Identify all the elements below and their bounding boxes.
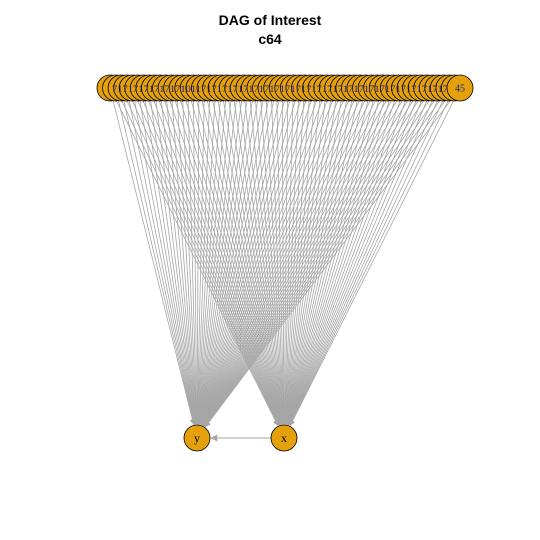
covariate-edge-to-y — [200, 87, 311, 426]
covariate-edge-to-y — [203, 87, 378, 427]
edges-layer — [109, 87, 461, 442]
node-y: y — [183, 424, 211, 452]
covariate-edge-to-y — [109, 87, 196, 425]
covariate-edge-to-y — [197, 87, 261, 425]
covariate-edge-to-x — [285, 87, 372, 425]
covariate-labels-overlap: 7171717171717101171717171717171717171717… — [112, 84, 449, 94]
covariate-node-circle — [446, 74, 474, 102]
covariate-edge-to-y — [200, 87, 322, 426]
covariate-edge-to-y — [170, 87, 199, 425]
covariate-edge-to-y — [203, 87, 405, 427]
covariate-edge-to-y — [165, 87, 199, 425]
covariate-edge-to-y — [154, 87, 198, 425]
covariate-edge-to-y — [200, 87, 328, 426]
covariate-edge-to-y — [199, 87, 294, 426]
covariate-edge-to-y — [202, 87, 366, 426]
covariate-edge-to-y — [202, 87, 355, 426]
covariate-edge-to-y — [159, 87, 198, 425]
node-x-circle — [270, 424, 298, 452]
covariate-edge-to-y — [199, 87, 305, 426]
covariate-edge-to-y — [204, 87, 450, 428]
covariate-edge-to-y — [197, 87, 250, 425]
covariate-edge-to-y — [201, 87, 339, 426]
covariate-edge-to-y — [194, 87, 205, 425]
covariate-edge-to-y — [203, 87, 389, 427]
covariate-edge-to-y — [196, 87, 233, 425]
covariate-edge-to-y — [202, 87, 361, 426]
covariate-edge-to-y — [195, 87, 228, 425]
covariate-edge-to-y — [201, 87, 344, 426]
covariate-edge-to-y — [205, 87, 461, 428]
covariate-edge-to-y — [194, 87, 211, 425]
covariate-edge-to-y — [204, 87, 416, 427]
covariate-edge-to-y — [204, 87, 455, 428]
covariate-edge-to-y — [204, 87, 433, 427]
covariate-edge-to-y — [181, 87, 199, 425]
covariate-edge-to-y — [195, 87, 216, 425]
covariate-edge-to-y — [203, 87, 400, 427]
covariate-edge-to-y — [199, 87, 289, 425]
covariate-edge-to-y — [148, 87, 198, 425]
node-y-label: y — [194, 431, 200, 445]
covariate-edge-to-y — [195, 87, 222, 425]
covariate-edge-to-y — [192, 87, 200, 425]
covariate-edge-to-y — [204, 87, 422, 427]
covariate-edge-to-y — [204, 87, 444, 428]
covariate-edge-to-y — [198, 87, 278, 425]
covariate-edge-to-y — [196, 87, 239, 425]
covariate-edge-to-y — [200, 87, 316, 426]
covariate-edge-to-y — [203, 87, 383, 427]
covariate-nodes: 7171717171717101171717171717171717171717… — [96, 74, 474, 102]
covariate-edge-to-y — [137, 87, 197, 425]
node-x-label: x — [281, 431, 287, 445]
covariate-edge-to-y — [203, 87, 411, 427]
diagram-title: DAG of Interest — [218, 12, 322, 28]
covariate-edge-to-y — [202, 87, 350, 426]
covariate-edge-to-y — [204, 87, 439, 427]
covariate-edge-to-x — [289, 87, 455, 426]
covariate-edge-to-y — [197, 87, 266, 425]
covariate-edge-to-x — [289, 87, 450, 426]
covariate-edge-to-y — [199, 87, 300, 426]
covariate-edge-to-y — [194, 87, 200, 425]
covariate-edge-to-y — [198, 87, 272, 425]
covariate-edge-to-y — [202, 87, 372, 426]
covariate-edge-to-y — [204, 87, 428, 427]
covariate-edge-to-x — [148, 87, 280, 426]
node-y-circle — [183, 424, 211, 452]
covariate-edge-to-y — [196, 87, 244, 425]
covariate-edge-to-y — [126, 87, 196, 425]
covariate-edge-to-y — [176, 87, 199, 425]
node-x: x — [270, 424, 298, 452]
covariate-edge-to-x — [289, 87, 461, 426]
covariate-edge-to-y — [187, 87, 200, 425]
diagram-subtitle: c64 — [258, 31, 282, 47]
covariate-edge-to-y — [142, 87, 197, 425]
covariate-edge-to-y — [203, 87, 394, 427]
covariate-edge-to-y — [197, 87, 255, 425]
covariate-edge-to-y — [198, 87, 283, 425]
covariate-edge-to-y — [115, 87, 196, 425]
covariate-edge-to-y — [120, 87, 196, 425]
covariate-node — [446, 74, 474, 102]
covariate-edge-to-y — [131, 87, 197, 425]
covariate-edge-to-x — [287, 87, 394, 426]
covariate-node-label-last: 45 — [455, 84, 465, 95]
covariate-edge-to-y — [201, 87, 333, 426]
